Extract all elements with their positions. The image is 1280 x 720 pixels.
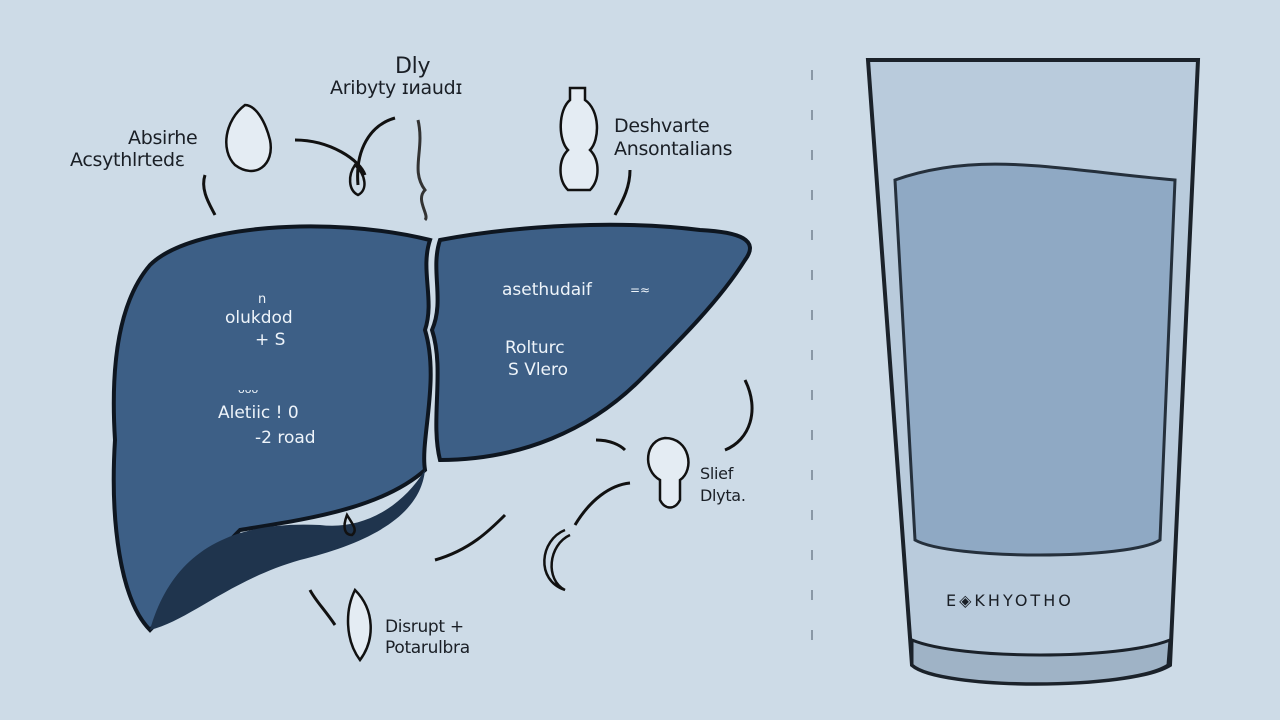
label-bottom-1: Disrupt + [385, 617, 464, 637]
label-top-left-2: Acsythlrtedɛ [70, 149, 185, 171]
arrow-icon [308, 589, 337, 626]
liver-label-left-b2: -2 road [255, 428, 316, 448]
liver-label-left-a0: n [258, 292, 267, 307]
label-top-center-2: Aribyty ɪᴎaudɪ [330, 77, 463, 99]
arrow-icon [356, 116, 396, 186]
liver-label-left-b1: Aletiic ! 0 [218, 403, 299, 423]
liver-right-lobe [429, 222, 752, 463]
arrow-icon [202, 174, 217, 216]
liver-left-lobe [111, 224, 433, 633]
liver-label-right-b2: S Vlero [508, 360, 569, 380]
label-right-mid-1: Slief [700, 464, 734, 483]
liver-left-shadow [150, 470, 425, 630]
label-bottom-2: Potarulbra [385, 638, 470, 658]
arrow-icon [613, 169, 632, 216]
liver-label-left-a2: + S [255, 330, 286, 350]
stomach-icon [225, 103, 273, 173]
drop-icon [346, 587, 372, 663]
water [893, 162, 1177, 557]
arrow-icon [573, 481, 631, 526]
label-top-right-1: Deshvarte [614, 115, 710, 137]
bottle-icon [559, 86, 599, 192]
label-top-right-2: Ansontalians [614, 138, 733, 160]
liver-label-right-b1: Rolturc [505, 338, 565, 358]
liver-label-right-a1: asethudaif [502, 280, 592, 300]
head-icon [646, 436, 690, 509]
label-right-mid-2: Dlyta. [700, 486, 746, 505]
label-top-left-1: Absirhe [128, 127, 198, 149]
pendant-icon [348, 163, 366, 197]
moon-icon [543, 528, 571, 592]
glass-label: E◈KHYOTHO [946, 591, 1074, 610]
arrow-icon [595, 438, 627, 452]
arrow-icon [434, 513, 507, 562]
liver-label-left-a1: olukdod [225, 308, 293, 328]
arrow-icon [294, 138, 367, 176]
liver-label-left-b0: ᴗᴗᴗ [238, 383, 259, 396]
label-top-center-1: Dly [395, 54, 431, 79]
arrows [202, 116, 754, 626]
liver-label-right-a1-suffix: =≈ [630, 283, 651, 297]
droplet-icon [343, 512, 356, 537]
squiggle-icon [416, 119, 428, 222]
glass-base [910, 637, 1172, 686]
arrow-icon [724, 379, 754, 452]
